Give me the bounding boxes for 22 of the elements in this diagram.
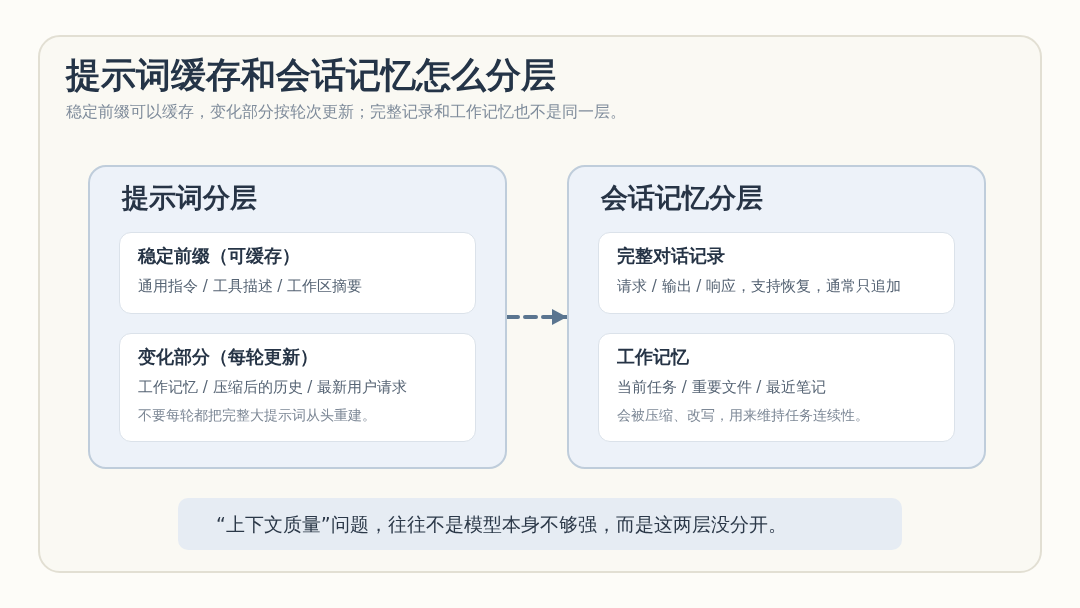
card-text: 工作记忆 / 压缩后的历史 / 最新用户请求: [138, 377, 408, 398]
dashed-arrow: [505, 309, 569, 325]
card-note: 不要每轮都把完整大提示词从头重建。: [138, 406, 376, 425]
info-card: [119, 232, 476, 314]
card-text: 当前任务 / 重要文件 / 最近笔记: [617, 377, 827, 398]
card-note: 会被压缩、改写，用来维持任务连续性。: [617, 406, 869, 425]
card-title: 稳定前缀（可缓存）: [138, 244, 300, 268]
card-text: 请求 / 输出 / 响应，支持恢复，通常只追加: [617, 276, 902, 297]
info-card: [119, 333, 476, 442]
info-card: [598, 232, 955, 314]
panel-title: 会话记忆分层: [601, 181, 763, 215]
panel-title: 提示词分层: [122, 181, 257, 215]
layer-panel: [88, 165, 507, 469]
card-title: 变化部分（每轮更新）: [138, 345, 318, 369]
card-title: 完整对话记录: [617, 244, 725, 268]
card-title: 工作记忆: [617, 345, 689, 369]
page-subtitle: 稳定前缀可以缓存，变化部分按轮次更新；完整记录和工作记忆也不是同一层。: [66, 101, 626, 123]
layer-panel: [567, 165, 986, 469]
page-title: 提示词缓存和会话记忆怎么分层: [66, 54, 556, 97]
card-text: 通用指令 / 工具描述 / 工作区摘要: [138, 276, 363, 297]
banner-text: “上下文质量”问题，往往不是模型本身不够强，而是这两层没分开。: [216, 512, 787, 537]
info-card: [598, 333, 955, 442]
